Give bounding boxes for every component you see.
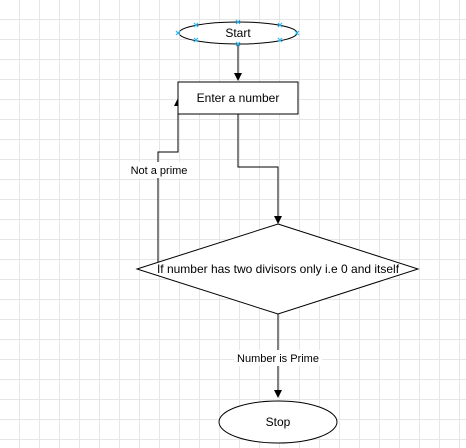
stop-node-label: Stop (266, 415, 291, 429)
start-node-label: Start (225, 26, 251, 40)
edge-input-to-decision[interactable] (237, 114, 282, 224)
not-prime-label-bg (127, 162, 191, 178)
decision-node-label: If number has two divisors only i.e 0 an… (157, 262, 400, 276)
start-node[interactable]: Start (178, 21, 298, 45)
edge-not-prime-loop[interactable] (157, 98, 182, 264)
input-node-label: Enter a number (197, 91, 280, 105)
input-node[interactable]: Enter a number (177, 81, 299, 115)
is-prime-label-bg (234, 350, 322, 366)
stop-node[interactable]: Stop (218, 400, 338, 444)
not-prime-label: Not a prime (131, 165, 188, 177)
start-node-selection-handles[interactable] (175, 19, 300, 47)
is-prime-label: Number is Prime (237, 353, 319, 365)
decision-node[interactable]: If number has two divisors only i.e 0 an… (135, 223, 420, 315)
